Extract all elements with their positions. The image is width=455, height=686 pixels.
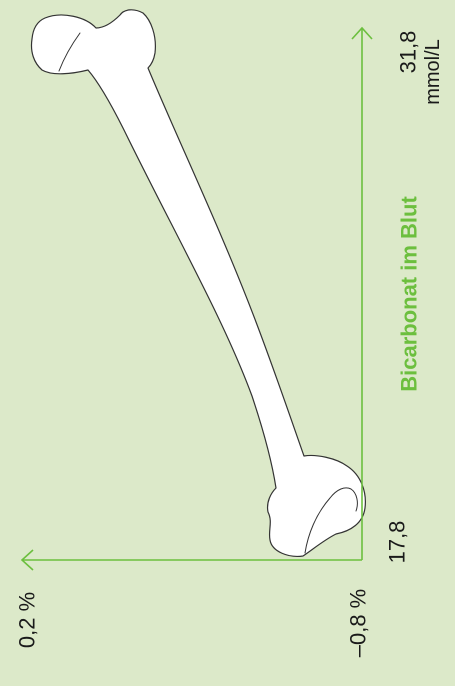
x-tick-label-min: 17,8 [385, 521, 410, 564]
femur-bone-shape [31, 10, 365, 557]
y-tick-label-max: 0,2 % [15, 592, 40, 648]
x-axis-unit: mmol/L [422, 39, 444, 105]
y-tick-label-min: –0,8 % [346, 589, 371, 658]
femur-bone-icon [31, 10, 365, 557]
x-axis-title: Bicarbonat im Blut [397, 196, 422, 392]
x-tick-label-max: 31,8 [396, 31, 421, 74]
